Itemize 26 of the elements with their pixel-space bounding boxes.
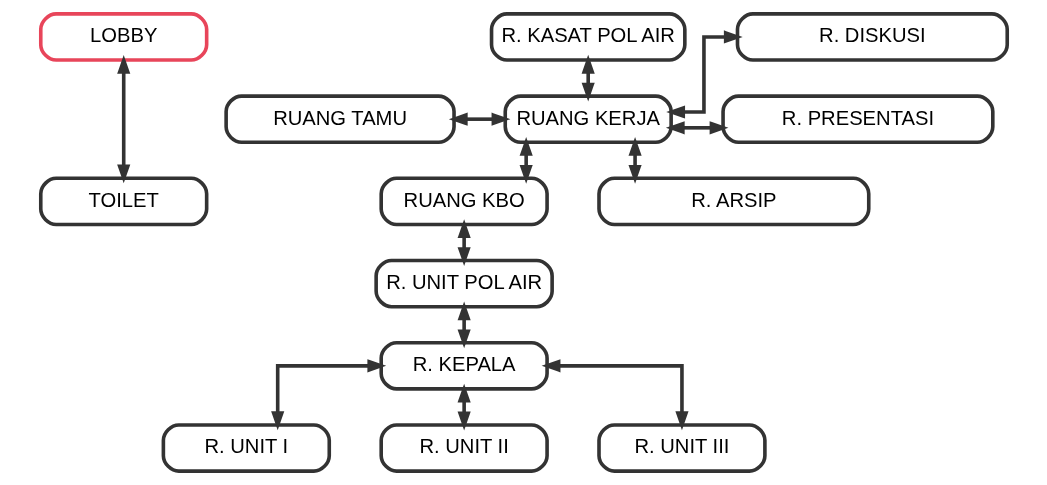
- node-box: R. UNIT III: [596, 423, 767, 473]
- arrow: [457, 301, 471, 349]
- node-box: RUANG KERJA: [502, 94, 673, 145]
- arrow: [116, 55, 130, 184]
- node-box: TOILET: [38, 176, 208, 227]
- node-box: RUANG KBO: [378, 176, 549, 227]
- node-box: R. PRESENTASI: [720, 94, 995, 145]
- arrow: [457, 219, 471, 266]
- node-box: R. KEPALA: [378, 340, 549, 391]
- arrow: [270, 359, 386, 431]
- arrow: [448, 112, 510, 126]
- node-box: R. KASAT POL AIR: [489, 12, 687, 62]
- node-box: RUANG TAMU: [223, 94, 456, 145]
- arrow: [541, 359, 689, 431]
- arrow: [519, 137, 533, 184]
- arrow: [457, 383, 471, 431]
- node-box: R. ARSIP: [596, 176, 871, 227]
- arrow: [581, 54, 595, 102]
- node-box: LOBBY: [38, 12, 208, 62]
- arrow: [665, 30, 743, 119]
- arrow: [665, 121, 728, 135]
- node-box: R. UNIT POL AIR: [373, 258, 554, 309]
- node-box: R. UNIT I: [161, 423, 331, 473]
- node-box: R. DISKUSI: [735, 12, 1009, 62]
- arrow: [628, 137, 642, 184]
- node-box: R. UNIT II: [378, 423, 549, 473]
